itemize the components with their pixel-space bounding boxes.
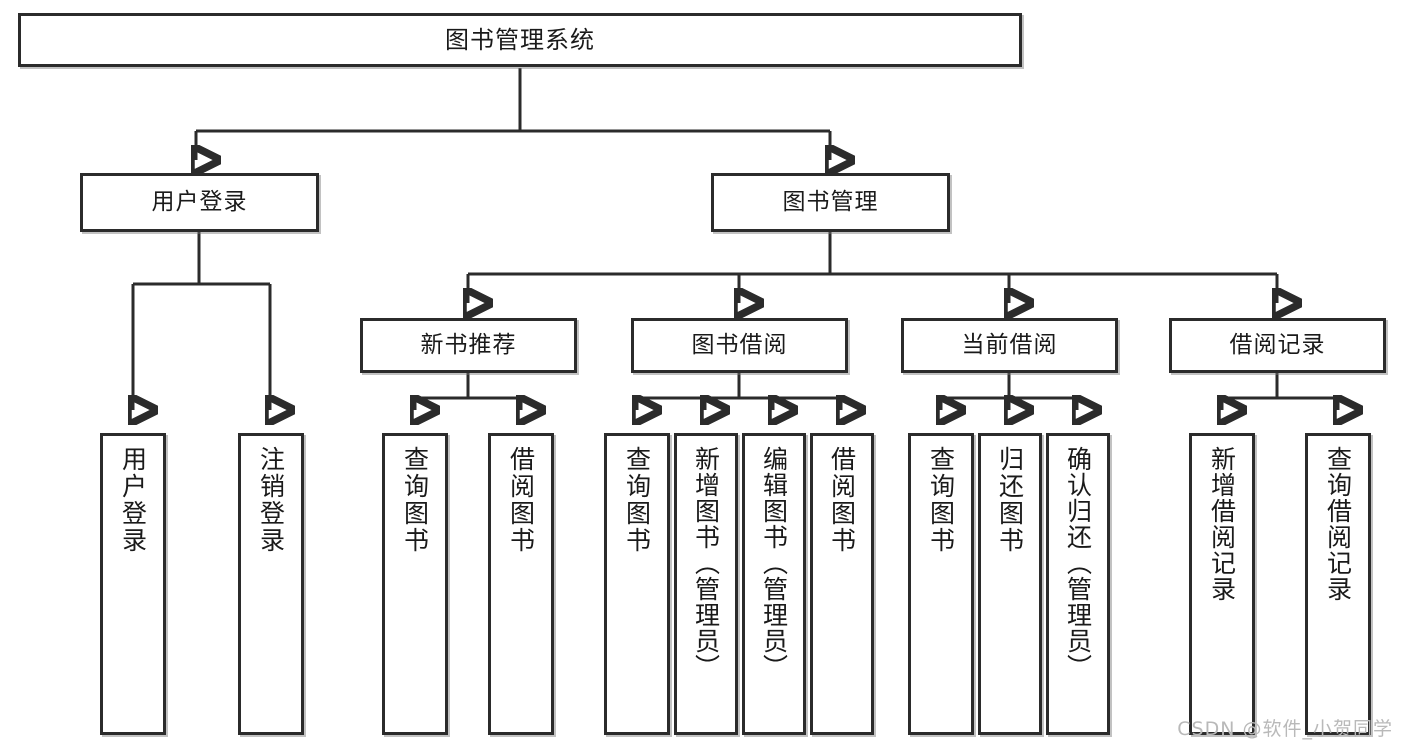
node-label: 编辑图书（管理员） [759,446,789,680]
leaf-add-book-admin[interactable]: 新增图书（管理员） [674,433,738,735]
node-label: 借阅图书 [506,446,536,554]
watermark: CSDN @软件_小贺同学 [1177,718,1393,740]
node-label: 归还图书 [995,446,1025,554]
node-book-management[interactable]: 图书管理 [711,173,950,232]
node-label: 新增图书（管理员） [691,446,721,680]
node-label: 查询图书 [926,446,956,554]
node-label: 新增借阅记录 [1207,446,1237,602]
leaf-query-book-recommend[interactable]: 查询图书 [382,433,448,735]
node-label: 用户登录 [151,188,248,215]
leaf-return-book[interactable]: 归还图书 [978,433,1042,735]
leaf-edit-book-admin[interactable]: 编辑图书（管理员） [742,433,806,735]
node-borrow-record[interactable]: 借阅记录 [1169,318,1386,373]
leaf-confirm-return-admin[interactable]: 确认归还（管理员） [1046,433,1110,735]
leaf-add-borrow-record[interactable]: 新增借阅记录 [1189,433,1255,735]
node-label: 用户登录 [118,446,148,554]
node-user-login[interactable]: 用户登录 [80,173,319,232]
leaf-query-book-current[interactable]: 查询图书 [908,433,974,735]
node-label: 查询借阅记录 [1323,446,1353,602]
leaf-query-book-borrow[interactable]: 查询图书 [604,433,670,735]
node-label: 当前借阅 [961,331,1058,358]
leaf-user-login[interactable]: 用户登录 [100,433,166,735]
node-current-borrow[interactable]: 当前借阅 [901,318,1118,373]
node-label: 图书管理 [782,188,879,215]
node-label: 借阅图书 [827,446,857,554]
leaf-borrow-book-borrow[interactable]: 借阅图书 [810,433,874,735]
node-label: 查询图书 [400,446,430,554]
node-label: 查询图书 [622,446,652,554]
leaf-borrow-book-recommend[interactable]: 借阅图书 [488,433,554,735]
node-label: 借阅记录 [1229,331,1326,358]
node-label: 图书借阅 [691,331,788,358]
node-book-borrow[interactable]: 图书借阅 [631,318,848,373]
node-label: 确认归还（管理员） [1063,446,1093,680]
node-root-book-management-system[interactable]: 图书管理系统 [18,13,1022,67]
node-new-book-recommend[interactable]: 新书推荐 [360,318,577,373]
leaf-user-logout[interactable]: 注销登录 [238,433,304,735]
node-label: 注销登录 [256,446,286,554]
leaf-query-borrow-record[interactable]: 查询借阅记录 [1305,433,1371,735]
node-label: 图书管理系统 [445,25,595,54]
node-label: 新书推荐 [420,331,517,358]
